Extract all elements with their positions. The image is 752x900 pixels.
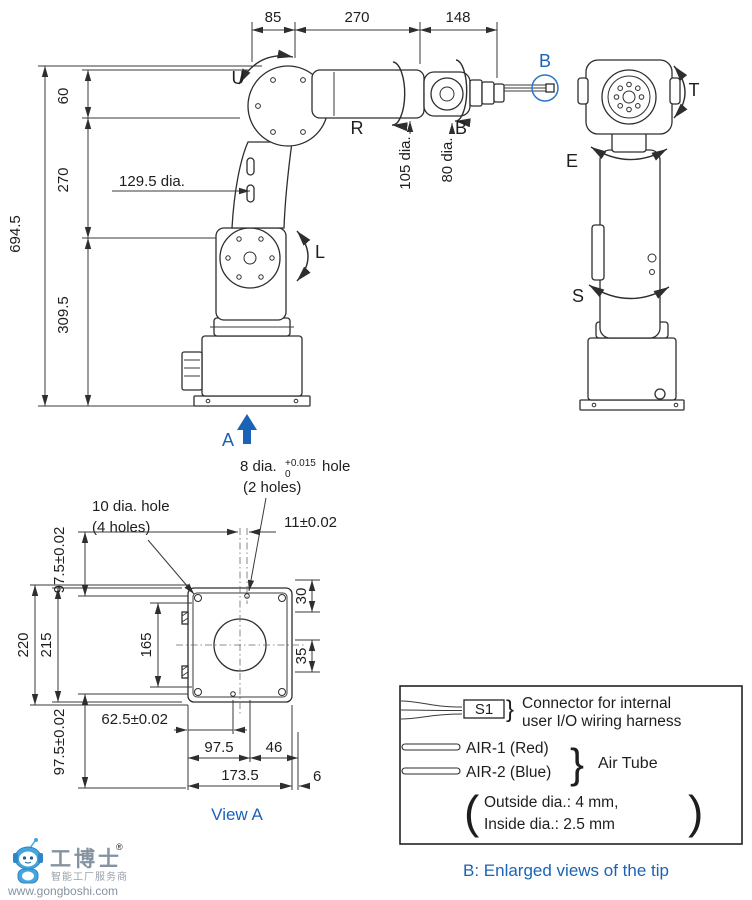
callout-8dia-main: 8 dia. [240, 458, 277, 475]
dim-30: 30 [293, 588, 310, 605]
s1-connector-box [463, 699, 505, 719]
spec-line2: Inside dia.: 2.5 mm [484, 816, 615, 833]
callout-8dia-suffix: hole [322, 458, 350, 475]
view-a-title: View A [211, 805, 263, 824]
spec-paren-close: ) [688, 786, 703, 838]
dim-62-5: 62.5±0.02 [101, 711, 168, 728]
s1-label: S1 [475, 701, 493, 718]
dim-220: 220 [15, 632, 32, 657]
dim-bottom-rows: 62.5±0.02 97.5 46 173.5 6 [101, 700, 321, 790]
dim-35: 35 [293, 648, 310, 665]
dim-top-row: 85 270 148 [251, 9, 498, 78]
mascot-logo-icon [13, 838, 43, 884]
connector-text-line2: user I/O wiring harness [522, 713, 682, 730]
diameter-callouts: 129.5 dia. 105 dia. 80 dia. [112, 121, 456, 195]
rotation-arrow-r [391, 61, 408, 132]
rotation-arrow-e [590, 146, 668, 161]
dim-215: 215 [38, 632, 55, 657]
axis-label-e: E [566, 151, 578, 171]
dim-309-5: 309.5 [55, 296, 72, 334]
view-a-arrow: A [222, 414, 257, 450]
callout-8dia-count: (2 holes) [243, 479, 301, 496]
axis-label-s: S [572, 286, 584, 306]
axis-label-b: B [455, 118, 467, 138]
dim-148: 148 [445, 9, 470, 26]
rotation-arrow-t [673, 65, 688, 119]
spec-line1: Outside dia.: 4 mm, [484, 794, 618, 811]
callout-8dia-tol-plus: +0.015 [285, 458, 316, 469]
callout-8dia-tol-zero: 0 [285, 469, 291, 480]
rotation-arrow-u [238, 49, 294, 85]
dim-270-top: 270 [344, 9, 369, 26]
view-a-drawing: 8 dia. +0.015 0 hole (2 holes) 10 dia. h… [15, 458, 350, 824]
legend-caption: B: Enlarged views of the tip [463, 861, 669, 880]
dia-80: 80 dia. [439, 137, 456, 182]
dim-97-5: 97.5 [204, 739, 233, 756]
air-tubes [401, 743, 461, 775]
legend-box: S1 } Connector for internal user I/O wir… [399, 685, 743, 845]
air2-label: AIR-2 (Blue) [466, 764, 551, 781]
callout-10dia-line1: 10 dia. hole [92, 498, 170, 515]
tip-highlight-circle [531, 74, 559, 102]
dim-165: 165 [138, 632, 155, 657]
watermark-brand: 工博士 [50, 847, 122, 871]
dim-46: 46 [266, 739, 283, 756]
rotation-arrow-b [454, 59, 471, 128]
watermark-registered-icon: ® [116, 842, 123, 852]
axis-label-r: R [351, 118, 364, 138]
tip-label-b: B [539, 51, 551, 71]
callout-10dia-count: (4 holes) [92, 519, 150, 536]
base-plate [176, 528, 304, 716]
dim-97-5-top: 97.5±0.02 [51, 527, 68, 594]
watermark-tagline: 智能工厂服务商 [51, 870, 128, 883]
axis-label-u: U [232, 68, 245, 88]
legend-border [399, 685, 743, 845]
axis-label-t: T [689, 80, 700, 100]
dim-left-column: 694.5 60 270 309.5 [7, 65, 262, 407]
air-brace: } [570, 740, 584, 787]
side-view: T E S [566, 59, 700, 411]
robot-side-body [577, 59, 685, 411]
rotation-arrow-l [296, 230, 311, 282]
rotation-arrow-s [588, 284, 670, 300]
dim-173-5: 173.5 [221, 767, 259, 784]
connector-text-line1: Connector for internal [522, 695, 671, 712]
dim-270-left: 270 [55, 167, 72, 192]
robot-front-body [181, 65, 555, 407]
dim-11-label: 11±0.02 [284, 514, 337, 531]
dia-129-5: 129.5 dia. [119, 173, 185, 190]
air1-label: AIR-1 (Red) [466, 740, 549, 757]
dim-60: 60 [55, 88, 72, 105]
air-tube-label: Air Tube [598, 755, 658, 772]
s1-brace: } [506, 696, 514, 723]
dim-left-stack: 220 215 165 97.5±0.02 97.5±0.02 [15, 527, 214, 789]
axis-label-l: L [315, 242, 325, 262]
dim-85: 85 [265, 9, 282, 26]
legend-wires: S1 } [400, 696, 514, 723]
dia-105: 105 dia. [397, 136, 414, 189]
watermark-url: www.gongboshi.com [7, 884, 118, 898]
front-view: U R B L 85 270 148 694.5 [7, 9, 559, 450]
watermark: 工博士 ® 智能工厂服务商 www.gongboshi.com [7, 838, 128, 898]
dim-694-5: 694.5 [7, 215, 24, 253]
spec-paren-open: ( [464, 786, 480, 838]
dim-right-stack: 30 35 [293, 579, 320, 673]
dim-97-5-bot: 97.5±0.02 [51, 709, 68, 776]
view-a-arrow-label: A [222, 430, 234, 450]
dim-11: 11±0.02 [214, 514, 337, 536]
dim-6: 6 [313, 768, 321, 785]
